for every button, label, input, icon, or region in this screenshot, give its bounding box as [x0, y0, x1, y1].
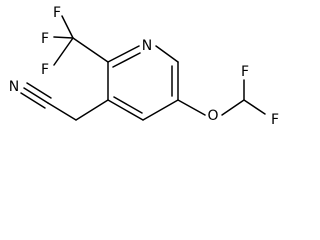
bonds [20, 15, 266, 121]
bond-cf3-f-bottom [53, 37, 74, 66]
bond-cf3-ring [72, 37, 109, 63]
bond-nitrile-triple-b [26, 82, 52, 99]
molecule-structure: F F F N N O F F [9, 5, 279, 128]
bond-ch2-cn [47, 102, 77, 121]
bond-c2-n1-double [112, 52, 141, 68]
bond-c3-ch2 [75, 99, 109, 121]
bond-c4-c3-double [113, 96, 143, 114]
atom-labels: F F F N N O F F [9, 5, 279, 128]
atom-label-f2: F [41, 31, 49, 47]
bond-cf3-f-left [53, 36, 74, 39]
bond-nitrile-triple-a [23, 87, 49, 104]
atom-label-f3: F [41, 62, 49, 78]
bond-nitrile-triple-c [20, 92, 46, 109]
bond-c5-c4 [142, 99, 179, 121]
atom-label-oxygen: O [207, 108, 218, 124]
atom-label-f1: F [53, 5, 61, 21]
bond-o-chf2 [221, 99, 245, 116]
bond-cf3-f-top [61, 15, 74, 39]
atom-label-ring-nitrogen: N [142, 38, 152, 54]
atom-label-f4: F [241, 64, 249, 80]
atom-label-nitrile-nitrogen: N [9, 79, 19, 95]
bond-chf2-f-right [243, 99, 266, 115]
bond-n1-c6 [155, 45, 179, 63]
bond-c2-n1 [107, 45, 140, 63]
atom-label-f5: F [271, 112, 279, 128]
bond-c4-c3 [107, 99, 144, 121]
bond-c5-o [177, 99, 206, 116]
